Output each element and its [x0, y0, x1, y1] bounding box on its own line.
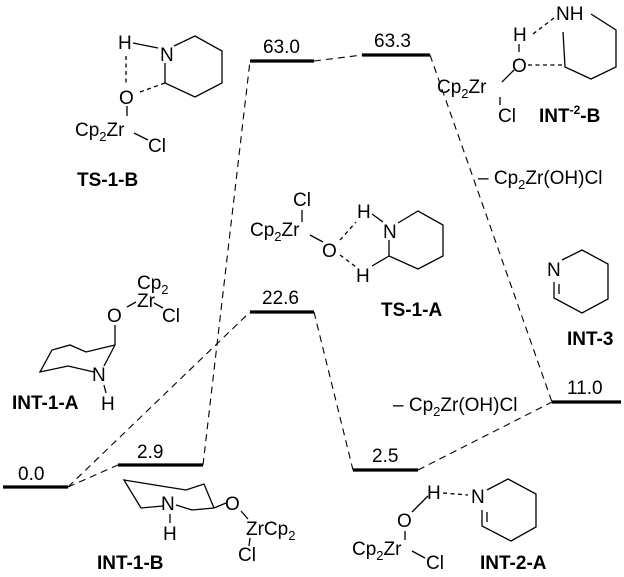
atom-cl: Cl [238, 545, 256, 566]
atom-n: N [547, 260, 561, 281]
atom-h: H [427, 483, 441, 504]
label-int1a: INT-1-A [12, 393, 79, 414]
atom-n: N [383, 222, 397, 243]
atom-o: O [119, 88, 134, 109]
atom-o: O [512, 56, 527, 77]
atom-o: O [322, 241, 337, 262]
atom-n: N [471, 487, 485, 508]
atom-cl: Cl [498, 106, 516, 127]
structure-int3: N [547, 249, 609, 314]
atom-h: H [101, 394, 115, 415]
structure-int1b: N O H ZrCp2 Cl [122, 479, 295, 566]
atom-n: N [92, 365, 106, 386]
connector-ts1b-int2b [313, 54, 363, 62]
energy-value-int1b: 2.9 [137, 442, 163, 463]
structure-int1a: Cp2 Zr Cl O N H [38, 273, 180, 415]
atom-cl: Cl [426, 553, 444, 574]
atom-h: H [513, 25, 527, 46]
cp2-fragment: Cp2 [137, 273, 169, 297]
atom-o: O [225, 494, 240, 515]
connector-int1b-ts1b [202, 60, 251, 466]
atom-zr: Zr [137, 291, 156, 312]
connector-ts1a-int2a [313, 311, 354, 471]
energy-value-int1a: 0.0 [18, 464, 44, 485]
connector-int2b-int3 [429, 54, 553, 403]
connector-int1a-int1b [67, 464, 119, 488]
connector-int2a-int3 [417, 401, 553, 471]
atom-h: H [118, 33, 132, 54]
zrcp2-fragment: ZrCp2 [246, 519, 295, 543]
label-int1b: INT-1-B [97, 553, 164, 574]
zr-fragment: Cp2Zr [75, 120, 125, 144]
atom-o: O [397, 511, 412, 532]
atom-cl: Cl [162, 306, 180, 327]
energy-value-int2a: 2.5 [372, 446, 398, 467]
atom-h: H [356, 266, 370, 287]
structure-ts1b: H N O Cp2Zr Cl [75, 33, 223, 157]
zr-fragment: Cp2Zr [437, 77, 487, 101]
energy-value-ts1b: 63.0 [263, 37, 300, 58]
atom-cl: Cl [293, 190, 311, 211]
atom-o: O [107, 306, 122, 327]
zr-fragment: Cp2Zr [250, 220, 300, 244]
energy-value-int2b: 63.3 [374, 31, 411, 52]
zr-fragment: Cp2Zr [352, 539, 402, 563]
structure-int2a: H N O Cp2Zr Cl [352, 478, 537, 574]
atom-nh: NH [556, 4, 583, 25]
atom-cl: Cl [148, 136, 166, 157]
structure-int2b: NH H O Cp2Zr Cl [437, 4, 617, 127]
energy-value-int3: 11.0 [567, 378, 603, 399]
energy-value-ts1a: 22.6 [262, 288, 299, 309]
label-ts1b: TS-1-B [77, 170, 138, 191]
atom-h: H [357, 202, 371, 223]
structure-ts1a: Cl Cp2Zr O H N H [250, 190, 444, 287]
label-ts1a: TS-1-A [381, 300, 443, 321]
label-int2b: INT-2-B [539, 103, 600, 127]
atom-h: H [163, 524, 177, 545]
removal-label-lower: – Cp2Zr(OH)Cl [393, 395, 517, 419]
connector-int1a-ts1a [67, 311, 251, 488]
atom-n: N [161, 494, 175, 515]
removal-label-upper: – Cp2Zr(OH)Cl [478, 168, 602, 192]
label-int2a: INT-2-A [480, 553, 547, 574]
label-int3: INT-3 [567, 329, 613, 350]
atom-n: N [160, 45, 174, 66]
